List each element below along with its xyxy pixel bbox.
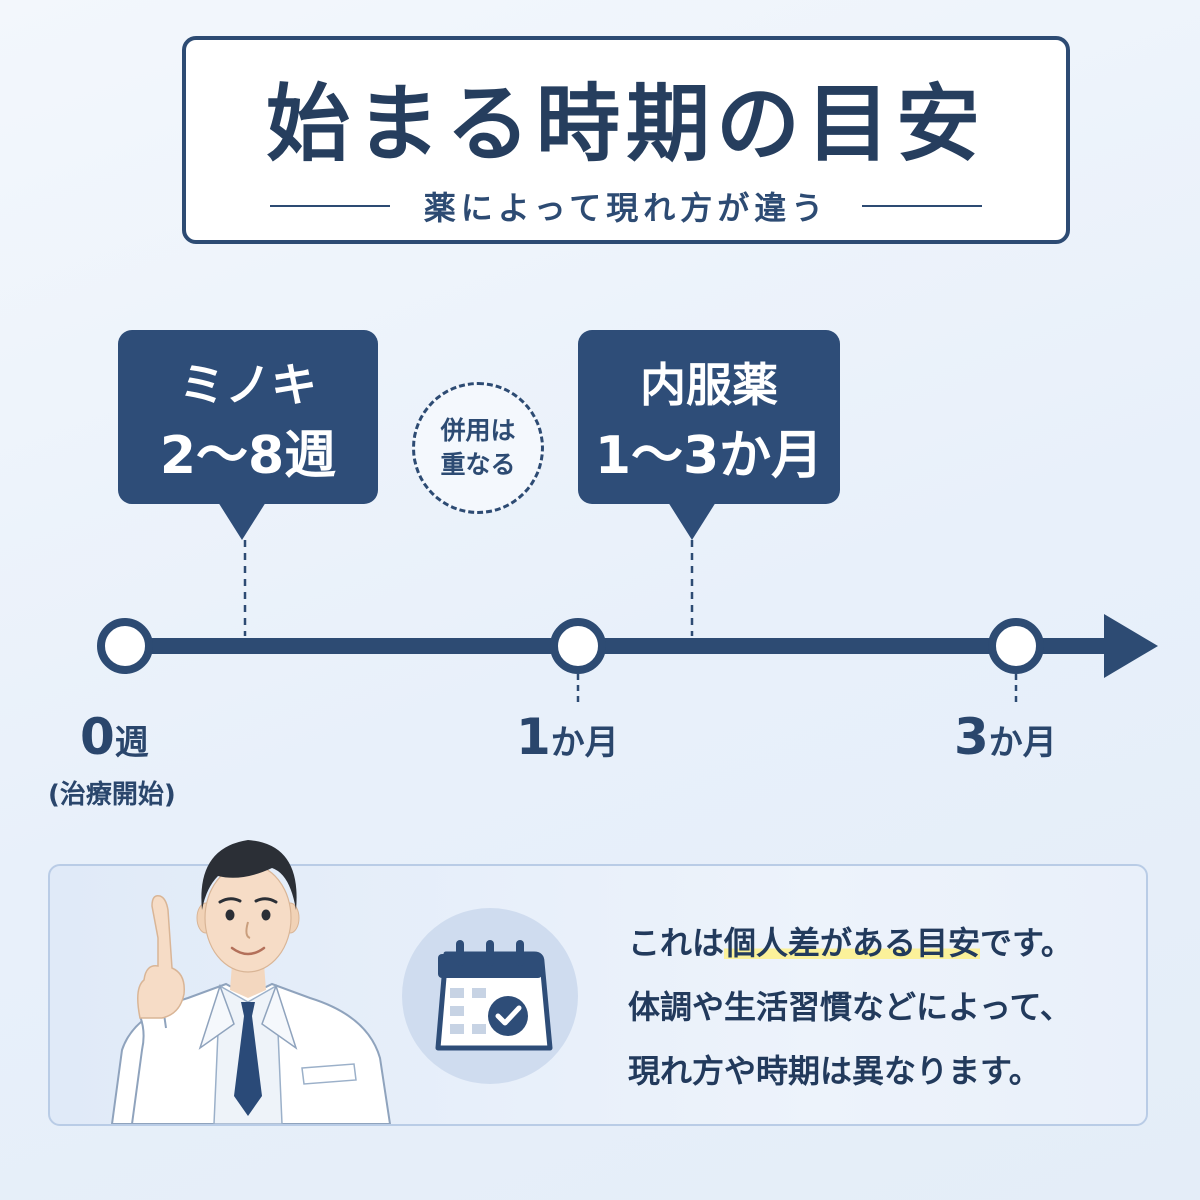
timeline-node-1m xyxy=(550,618,606,674)
tick-3m-number: 3 xyxy=(954,708,989,766)
timeline-node-3m xyxy=(988,618,1044,674)
note-line-1-highlight: 個人差がある目安 xyxy=(724,924,981,962)
callout-oral-period: 1～3か月 xyxy=(594,426,824,486)
note-line-1-suffix: です。 xyxy=(980,924,1073,962)
note-line-1-prefix: これは xyxy=(628,924,725,962)
page-title: 始まる時期の目安 xyxy=(265,75,986,173)
callout-oral-pointer xyxy=(668,502,716,540)
subtitle-rule-left xyxy=(269,205,390,207)
callout-oral-medicine: 内服薬 1～3か月 xyxy=(578,330,840,540)
subtitle-row: 薬によって現れ方が違う xyxy=(186,186,1066,227)
note-line-1: これは個人差がある目安です。 xyxy=(628,918,1073,982)
overlap-badge-line1: 併用は xyxy=(440,416,516,446)
tick-0w-number: 0 xyxy=(80,708,115,766)
tick-1m-number: 1 xyxy=(516,708,551,766)
calendar-check-icon xyxy=(435,940,553,1051)
note-text: これは個人差がある目安です。 体調や生活習慣などによって、 現れ方や時期は異なり… xyxy=(628,918,1073,1110)
timeline-node-0w xyxy=(97,618,153,674)
subtitle-rule-right xyxy=(862,205,983,207)
tick-label-0w: 0週 xyxy=(80,712,149,762)
note-line-3: 現れ方や時期は異なります。 xyxy=(628,1052,1041,1090)
callout-minoki: ミノキ 2～8週 xyxy=(118,330,378,540)
tick-0w-note: (治療開始) xyxy=(48,780,176,810)
tick-0w-unit: 週 xyxy=(114,723,149,763)
callout-minoki-period: 2～8週 xyxy=(159,426,337,486)
page-subtitle: 薬によって現れ方が違う xyxy=(423,189,829,227)
callout-minoki-pointer xyxy=(218,502,266,540)
note-line-2: 体調や生活習慣などによって、 xyxy=(628,988,1072,1026)
overlap-badge-line2: 重なる xyxy=(440,450,516,479)
callout-minoki-name: ミノキ xyxy=(179,358,317,412)
overlap-badge: 併用は 重なる xyxy=(412,382,544,514)
tick-3m-unit: か月 xyxy=(988,723,1057,763)
tick-label-1m: 1か月 xyxy=(516,712,619,762)
doctor-illustration xyxy=(110,840,392,1124)
timeline-arrowhead xyxy=(1104,614,1158,678)
title-card: 始まる時期の目安 薬によって現れ方が違う xyxy=(182,36,1070,244)
tick-1m-unit: か月 xyxy=(550,723,619,763)
tick-label-3m: 3か月 xyxy=(954,712,1057,762)
callout-oral-name: 内服薬 xyxy=(640,358,778,412)
